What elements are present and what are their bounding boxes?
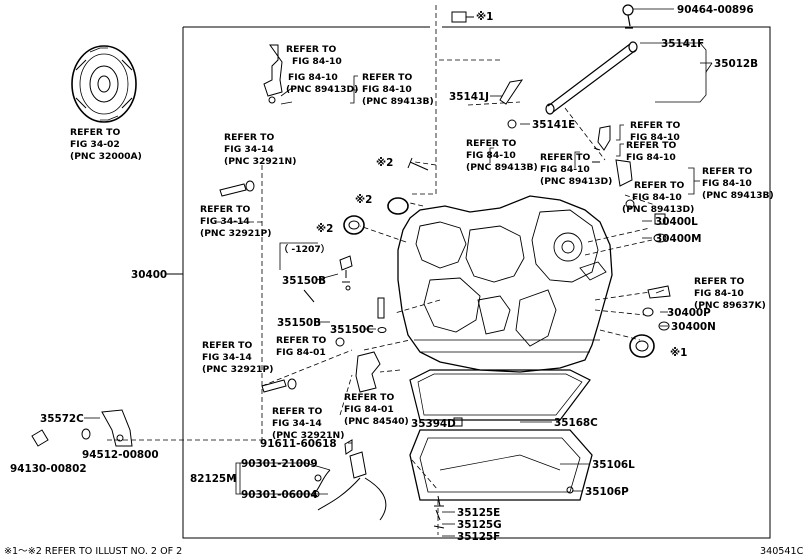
pn-90301-06004: 90301-06004 (241, 489, 318, 501)
footnote: ※1～※2 REFER TO ILLUST NO. 2 OF 2 (4, 546, 182, 557)
pn-91611: 91611-60618 (260, 438, 337, 450)
pn-35168C: 35168C (554, 417, 598, 429)
pn-90301-21009: 90301-21009 (241, 458, 318, 470)
pn-35125G: 35125G (457, 519, 502, 531)
pn-35141E: 35141E (532, 119, 575, 131)
pn-35394D: 35394D (411, 418, 456, 430)
small-parts (31, 11, 671, 529)
marker-star1-top: ※1 (476, 11, 493, 23)
date-range: （ -1207） (279, 244, 330, 255)
diagram-id: 340541C (760, 546, 804, 557)
refer-right-e: REFER TO FIG 84-10 (PNC 89637K) (694, 276, 766, 311)
pn-30400: 30400 (131, 269, 167, 281)
refer-sensor-top2: REFER TO FIG 84-10 (PNC 89413B) (362, 72, 434, 107)
marker-star2-b: ※2 (355, 194, 372, 206)
refer-sensor-top3: FIG 84-10 (PNC 89413D) (286, 72, 358, 95)
pn-30400N: 30400N (671, 321, 716, 333)
part-labels: 90464-00896 35141F 35012B 35141J 35141E … (10, 4, 758, 543)
refer-low-b: REFER TO FIG 84-01 (276, 335, 329, 358)
frame (165, 26, 771, 539)
pn-35012B: 35012B (714, 58, 758, 70)
marker-star2-a: ※2 (376, 157, 393, 169)
pn-35150B: 35150B (277, 317, 321, 329)
pn-35106P: 35106P (585, 486, 629, 498)
pn-90464: 90464-00896 (677, 4, 754, 16)
pn-35141F: 35141F (661, 38, 704, 50)
transmission-case (397, 195, 613, 373)
refer-sensor-top: REFER TO FIG 84-10 (286, 44, 342, 67)
pn-35150B-upper: 35150B (282, 275, 326, 287)
pn-30400M: 30400M (655, 233, 702, 245)
refer-right-d: REFER TO FIG 84-10 (PNC 89413D) (622, 180, 694, 215)
pn-94130: 94130-00802 (10, 463, 87, 475)
marker-star1-right: ※1 (670, 347, 687, 359)
pn-30400P: 30400P (667, 307, 711, 319)
refer-low-c: REFER TO FIG 34-14 (PNC 32921N) (272, 406, 344, 441)
refer-right-a: REFER TO FIG 84-10 (630, 120, 683, 143)
refer-converter: REFER TO FIG 34-02 (PNC 32000A) (70, 127, 142, 162)
marker-star2-c: ※2 (316, 223, 333, 235)
refer-mid-a: REFER TO FIG 84-10 (PNC 89413B) (466, 138, 538, 173)
pn-30400L: 30400L (655, 216, 698, 228)
refer-labels: REFER TO FIG 34-02 (PNC 32000A) REFER TO… (70, 44, 774, 441)
pn-35150C: 35150C (330, 324, 374, 336)
refer-mid-b: REFER TO FIG 84-10 (PNC 89413D) (540, 152, 612, 187)
solid-leaders (84, 8, 713, 537)
footer: ※1～※2 REFER TO ILLUST NO. 2 OF 2 340541C (4, 546, 804, 557)
refer-cooler-b: REFER TO FIG 34-14 (PNC 32921P) (200, 204, 271, 239)
refer-cooler-a: REFER TO FIG 34-14 (PNC 32921N) (224, 132, 296, 167)
pn-35141J: 35141J (449, 91, 489, 103)
refer-low-a: REFER TO FIG 34-14 (PNC 32921P) (202, 340, 273, 375)
refer-right-c: REFER TO FIG 84-10 (PNC 89413B) (702, 166, 774, 201)
pn-35572C: 35572C (40, 413, 84, 425)
dashed-leaders (107, 5, 656, 535)
torque-converter (71, 45, 137, 123)
oil-tube (545, 4, 638, 115)
refer-right-b: REFER TO FIG 84-10 (626, 140, 679, 163)
pn-94512: 94512-00800 (82, 449, 159, 461)
pn-35106L: 35106L (592, 459, 635, 471)
refer-low-d: REFER TO FIG 84-01 (PNC 84540) (344, 392, 409, 427)
pn-82125M: 82125M (190, 473, 237, 485)
oil-pan-assembly (409, 369, 593, 501)
pn-35125F: 35125F (457, 531, 500, 543)
pn-35125E: 35125E (457, 507, 500, 519)
